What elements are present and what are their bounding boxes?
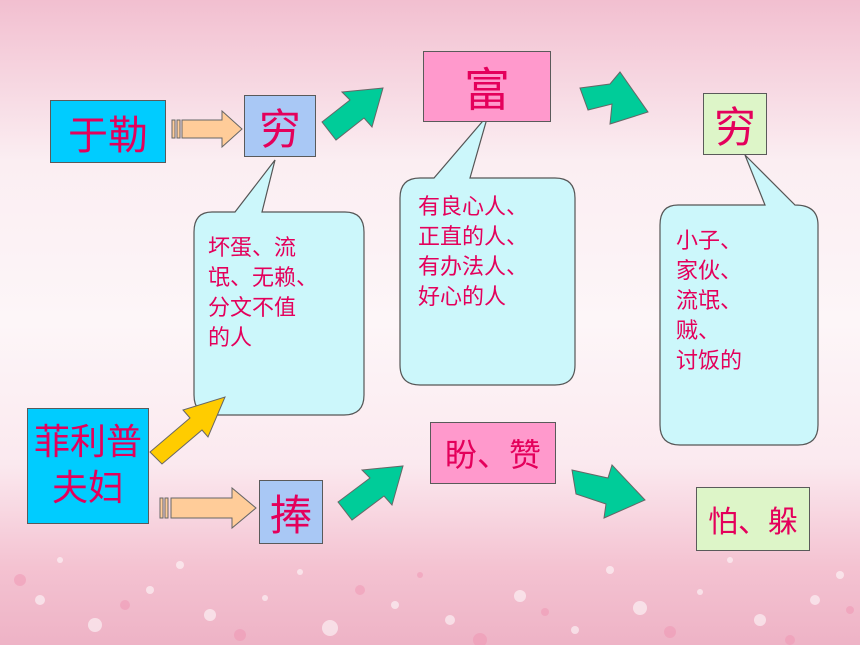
node-fawn-label: 捧 bbox=[269, 490, 312, 540]
speech-bubble-poor bbox=[193, 159, 365, 416]
arrow-philippe-to-bubble bbox=[149, 396, 226, 465]
bubble-rich-text: 有良心人、 正直的人、 有办法人、 好心的人 bbox=[418, 195, 529, 310]
speech-bubble-poor-again bbox=[659, 154, 819, 446]
arrow-fawn-to-hope bbox=[337, 465, 404, 521]
node-fawn: 捧 bbox=[259, 480, 323, 544]
node-philippe-couple-label: 菲利普 夫妇 bbox=[33, 422, 142, 509]
node-poor-1-label: 穷 bbox=[258, 104, 301, 154]
bubble-poor-text: 坏蛋、流 氓、无赖、 分文不值 的人 bbox=[208, 236, 319, 351]
node-hope-praise: 盼、赞 bbox=[430, 422, 556, 484]
node-fear-hide-label: 怕、躲 bbox=[708, 505, 798, 540]
arrow-hope-to-fear bbox=[571, 464, 646, 519]
node-poor-2: 穷 bbox=[703, 93, 767, 155]
node-yule: 于勒 bbox=[50, 100, 166, 163]
arrow-philippe-to-fawn bbox=[159, 486, 257, 530]
node-fear-hide: 怕、躲 bbox=[696, 487, 810, 551]
speech-bubble-rich bbox=[399, 114, 576, 386]
node-poor-2-label: 穷 bbox=[713, 102, 756, 152]
arrow-poor-to-rich bbox=[321, 87, 384, 141]
arrow-rich-to-poor bbox=[579, 71, 649, 125]
node-yule-label: 于勒 bbox=[68, 112, 148, 159]
node-poor-1: 穷 bbox=[244, 95, 316, 157]
node-hope-praise-label: 盼、赞 bbox=[444, 436, 541, 474]
bubble-poor-again-text: 小子、 家伙、 流氓、 贼、 讨饭的 bbox=[676, 229, 743, 374]
node-rich-label: 富 bbox=[464, 62, 510, 117]
node-philippe-couple: 菲利普 夫妇 bbox=[27, 408, 149, 524]
node-rich: 富 bbox=[423, 51, 551, 122]
arrow-yule-to-poor bbox=[171, 109, 243, 149]
